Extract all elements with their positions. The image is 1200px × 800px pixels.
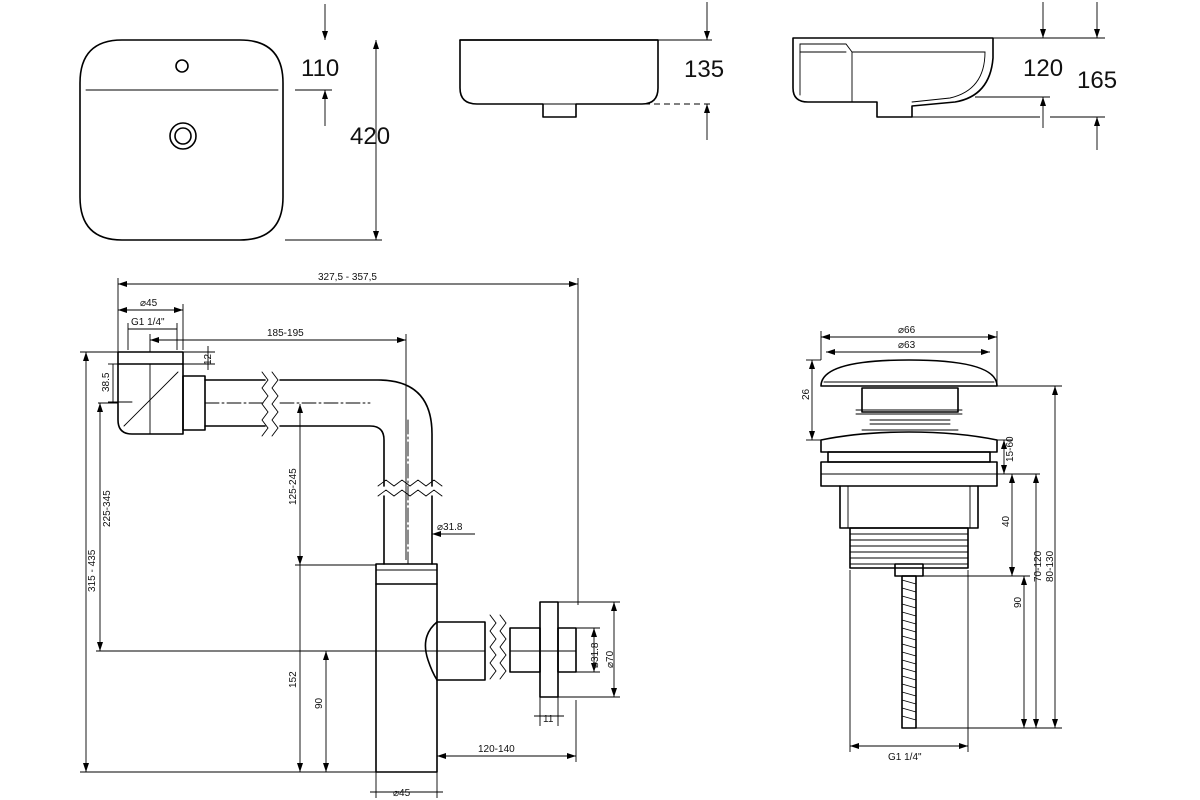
dim-120: 120 (1023, 55, 1063, 82)
dim-thread-bottom: G1 1/4" (888, 752, 922, 763)
dim-elbow-height: 38.5 (101, 372, 112, 392)
dim-clamp-range: 15-60 (1005, 436, 1016, 462)
dim-stem-length: 90 (1013, 596, 1024, 608)
dim-vertical-length: 125-245 (288, 468, 299, 505)
basin-plan-view: 110 420 (79, 4, 390, 241)
dim-total-width: 327,5 - 357,5 (318, 272, 377, 283)
dim-body-height: 152 (288, 671, 299, 688)
dim-cap-height: 26 (801, 388, 812, 400)
dim-range-total: 80-130 (1045, 550, 1056, 582)
dim-height-outer: 315 - 435 (87, 549, 98, 592)
dim-420: 420 (350, 123, 390, 150)
dim-cap-inner-diameter: ⌀63 (898, 340, 916, 351)
basin-side-section: 120 165 (792, 2, 1117, 150)
bottle-trap: 327,5 - 357,5 ⌀45 G1 1/4" 185-195 12 (80, 272, 620, 799)
dim-thread-height: 40 (1001, 515, 1012, 527)
dim-top-diameter: ⌀45 (140, 298, 158, 309)
dim-110: 110 (301, 55, 339, 82)
dim-165: 165 (1077, 67, 1117, 94)
drain-hole (169, 122, 197, 150)
basin-front-view: 135 (459, 2, 724, 140)
dim-cap-outer-diameter: ⌀66 (898, 325, 916, 336)
dim-horizontal-length: 185-195 (267, 328, 304, 339)
dim-range-mid: 70-120 (1033, 550, 1044, 582)
dim-thread-top: G1 1/4" (131, 317, 165, 328)
dim-flange-thickness: 11 (543, 714, 554, 725)
dim-outlet-length: 120-140 (478, 744, 515, 755)
dim-flange-diameter: ⌀70 (605, 650, 616, 668)
dim-cap-height: 12 (203, 353, 214, 365)
dim-height-inner: 225-345 (102, 490, 113, 527)
dim-135: 135 (684, 56, 724, 83)
pop-up-drain-valve: ⌀66 ⌀63 (801, 325, 1062, 763)
dim-outlet-pipe-diameter: ⌀31.8 (590, 642, 601, 668)
dim-pipe-diameter: ⌀31.8 (437, 522, 463, 533)
tap-hole (175, 59, 189, 73)
dim-outlet-height: 90 (314, 697, 325, 709)
dim-bottom-diameter: ⌀45 (393, 788, 411, 799)
